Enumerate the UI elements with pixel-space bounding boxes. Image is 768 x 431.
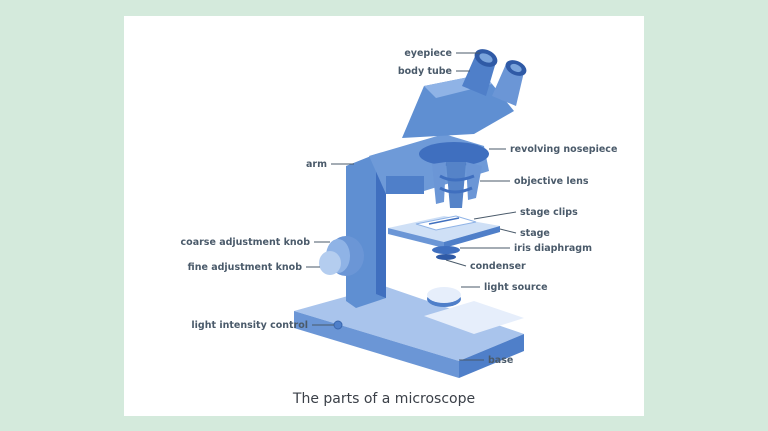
label-iris-diaphragm: iris diaphragm [514,243,592,254]
label-light-source: light source [484,282,548,293]
label-stage: stage [520,228,550,239]
revolving-nosepiece [419,142,489,166]
objective-lens [432,162,482,208]
label-base: base [488,355,513,366]
label-stage-clips: stage clips [520,207,578,218]
label-arm: arm [306,159,327,170]
microscope-diagram: eyepiece body tube revolving nosepiece a… [181,48,617,378]
fine-adjustment-knob [319,251,341,275]
label-objective-lens: objective lens [514,176,589,187]
figure-card: eyepiece body tube revolving nosepiece a… [124,16,644,416]
label-fine-adjustment-knob: fine adjustment knob [188,262,303,273]
stage-clips [415,215,477,231]
iris-diaphragm [432,246,460,254]
figure-caption: The parts of a microscope [292,391,476,407]
leader-lines [306,52,517,361]
condenser [436,254,456,260]
eyepiece [462,49,527,106]
label-revolving-nosepiece: revolving nosepiece [510,144,617,155]
body-tube [402,74,514,138]
label-coarse-adjustment-knob: coarse adjustment knob [181,237,311,248]
light-source [427,287,461,307]
label-condenser: condenser [470,261,526,272]
light-intensity-control-dial [333,320,343,330]
label-body-tube: body tube [398,66,452,77]
label-eyepiece: eyepiece [404,48,452,59]
label-light-intensity-control: light intensity control [191,320,308,331]
